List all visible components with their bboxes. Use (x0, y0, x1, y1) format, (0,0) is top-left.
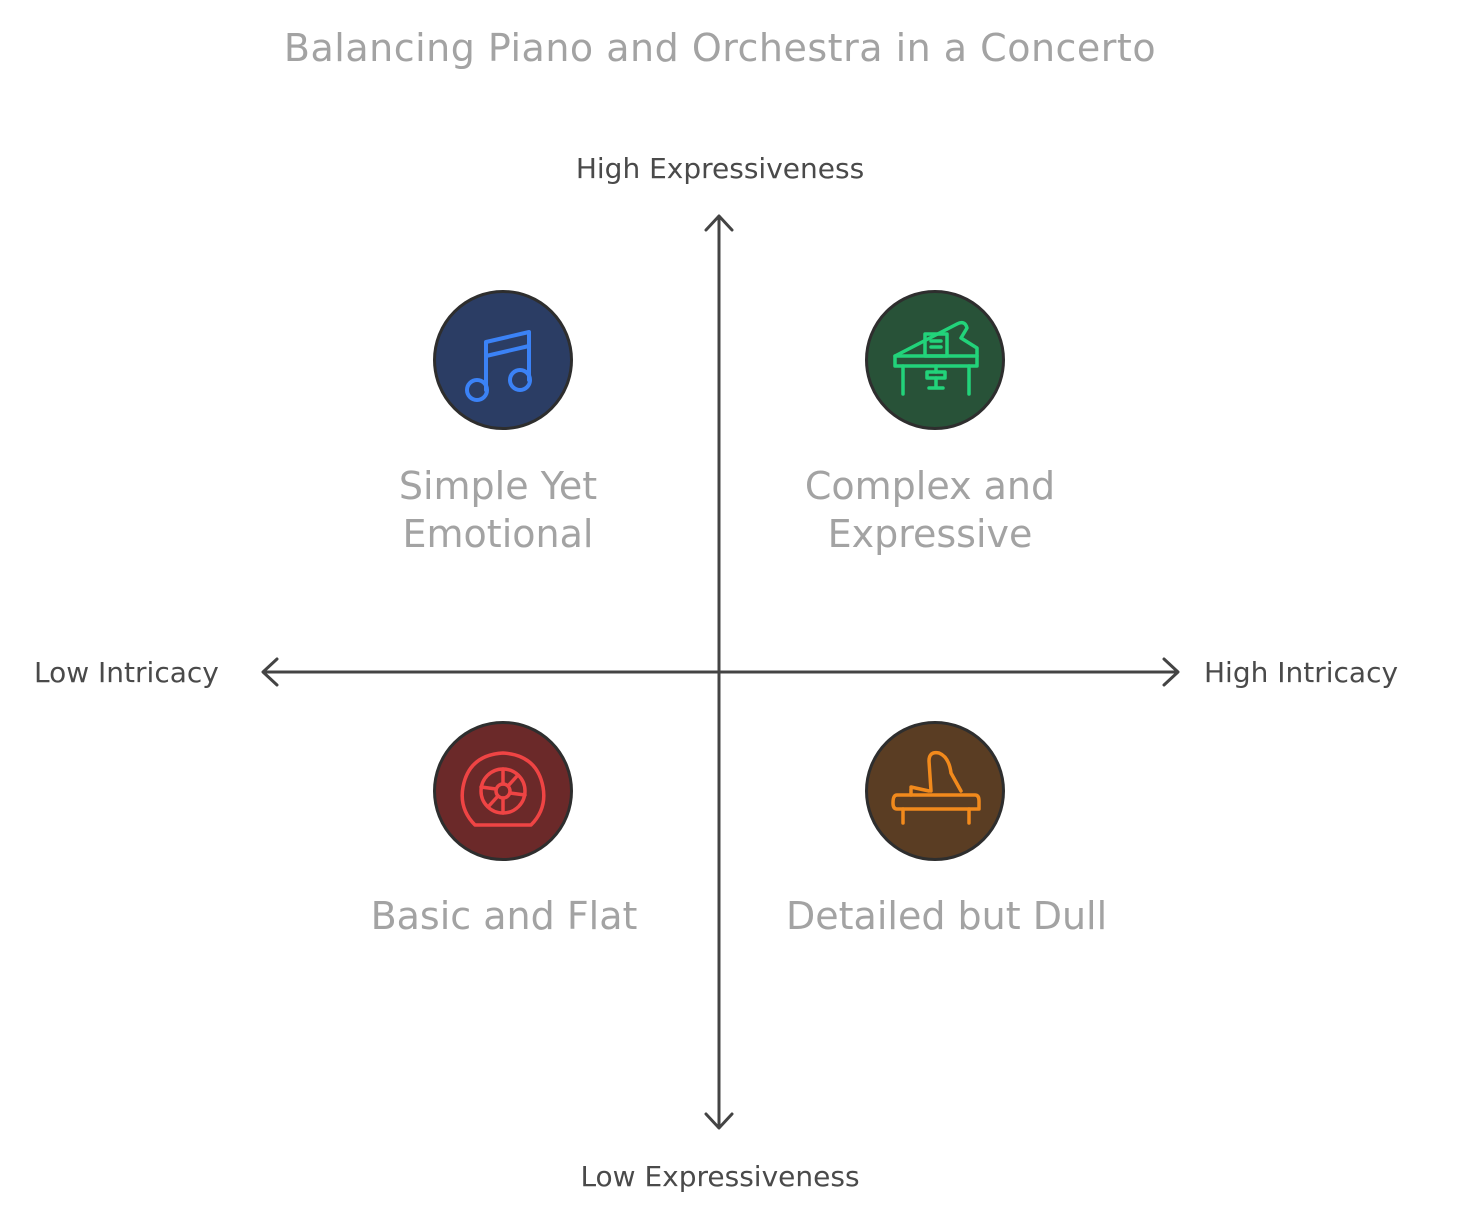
quadrant-badge-detailed-but-dull (865, 721, 1005, 861)
arrow-up-icon (704, 214, 734, 232)
drum-icon (460, 751, 546, 827)
quadrant-label-line: Simple Yet (398, 464, 598, 508)
axis-label-high-expressiveness: High Expressiveness (575, 152, 865, 185)
quadrant-label-line: Expressive (827, 512, 1033, 556)
quadrant-label-line: Complex and (804, 464, 1056, 508)
page-title: Balancing Piano and Orchestra in a Conce… (283, 26, 1157, 70)
axis-label-high-intricacy: High Intricacy (1204, 656, 1399, 689)
quadrant-badge-complex-and-expressive (865, 290, 1005, 430)
grand-piano-icon (891, 750, 981, 825)
arrow-down-icon (704, 1112, 734, 1130)
quadrant-label-simple-yet-emotional: Simple Yet Emotional (348, 462, 648, 558)
quadrant-label-detailed-but-dull: Detailed but Dull (786, 894, 1108, 938)
quadrant-badge-basic-and-flat (433, 721, 573, 861)
quadrant-label-complex-and-expressive: Complex and Expressive (780, 462, 1080, 558)
axis-label-low-expressiveness: Low Expressiveness (580, 1160, 860, 1193)
axis-label-low-intricacy: Low Intricacy (34, 656, 219, 689)
quadrant-label-line: Emotional (402, 512, 594, 556)
music-note-icon (465, 330, 532, 402)
piano-with-sheet-music-icon (893, 320, 979, 396)
arrow-left-icon (261, 657, 279, 687)
arrow-right-icon (1162, 657, 1180, 687)
quadrant-badge-simple-yet-emotional (433, 290, 573, 430)
quadrant-label-basic-and-flat: Basic and Flat (370, 894, 638, 938)
